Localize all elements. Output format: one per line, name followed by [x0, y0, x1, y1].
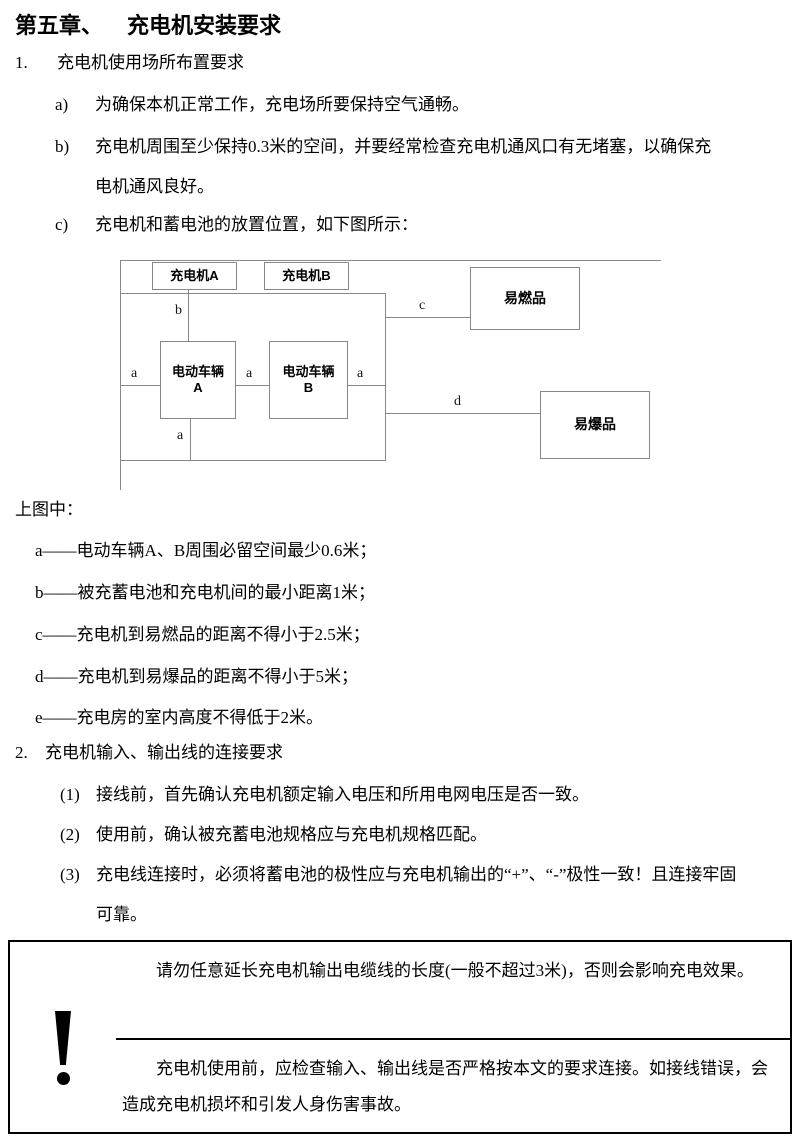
section-1-heading: 1. 充电机使用场所布置要求 [15, 48, 244, 73]
list-item-2: (2) 使用前，确认被充蓄电池规格应与充电机规格匹配。 [60, 815, 752, 855]
vehicle-a-line1: 电动车辆 [171, 363, 224, 379]
warning-text-column: 请勿任意延长充电机输出电缆线的长度(一般不超过3米)，否则会影响充电效果。 充电… [116, 942, 790, 1132]
distance-label-a: a [357, 366, 364, 381]
distance-line-b [188, 290, 189, 341]
legend-item-a: a——电动车辆A、B周围必留空间最少0.6米； [35, 541, 377, 560]
warning-note-2: 充电机使用前，应检查输入、输出线是否严格按本文的要求连接。如接线错误，会造成充电… [122, 1059, 768, 1114]
charger-a-label: 充电机A [170, 267, 219, 283]
item-text: 为确保本机正常工作，充电场所要保持空气通畅。 [95, 95, 469, 114]
legend-item-b: b——被充蓄电池和充电机间的最小距离1米； [35, 583, 375, 602]
warning-row-2: 充电机使用前，应检查输入、输出线是否严格按本文的要求连接。如接线错误，会造成充电… [116, 1040, 790, 1132]
page-title: 第五章、充电机安装要求 [15, 8, 281, 40]
item-marker: c) [55, 215, 69, 234]
distance-label-c: c [419, 298, 426, 313]
warning-icon-column [10, 942, 116, 1132]
item-marker: (1) [60, 785, 80, 804]
explosive-box: 易爆品 [540, 391, 650, 459]
flammable-box: 易燃品 [470, 267, 580, 330]
list-item-b: b) 充电机周围至少保持0.3米的空间，并要经常检查充电机通风口有无堵塞，以确保充… [55, 127, 727, 207]
list-item-1: (1) 接线前，首先确认充电机额定输入电压和所用电网电压是否一致。 [60, 775, 752, 815]
item-marker: a) [55, 95, 69, 114]
wall-line-top [120, 260, 661, 261]
distance-label-d: d [454, 394, 461, 409]
list-item-a: a) 为确保本机正常工作，充电场所要保持空气通畅。 [55, 85, 727, 125]
flammable-label: 易燃品 [504, 289, 546, 306]
list-item-3: (3) 充电线连接时，必须将蓄电池的极性应与充电机输出的“+”、“-”极性一致！且… [60, 855, 752, 935]
legend-intro: 上图中： [15, 500, 83, 519]
distance-label-a: a [131, 366, 138, 381]
distance-label-b: b [175, 303, 182, 318]
legend-item-e: e——充电房的室内高度不得低于2米。 [35, 708, 324, 727]
distance-line-a-right [348, 385, 386, 386]
distance-line-d [386, 413, 540, 414]
section-1-title: 充电机使用场所布置要求 [57, 53, 244, 72]
item-text: 充电机和蓄电池的放置位置，如下图所示： [95, 215, 418, 234]
chapter-title: 充电机安装要求 [127, 13, 282, 38]
warning-row-1: 请勿任意延长充电机输出电缆线的长度(一般不超过3米)，否则会影响充电效果。 [116, 942, 790, 1040]
item-text: 使用前，确认被充蓄电池规格应与充电机规格匹配。 [96, 825, 487, 844]
distance-line-a-left [121, 385, 160, 386]
section-1-number: 1. [15, 53, 28, 72]
warning-note-1: 请勿任意延长充电机输出电缆线的长度(一般不超过3米)，否则会影响充电效果。 [156, 961, 754, 980]
charger-b-box: 充电机B [264, 262, 349, 290]
distance-line-a-middle [236, 385, 269, 386]
item-text: 接线前，首先确认充电机额定输入电压和所用电网电压是否一致。 [96, 785, 589, 804]
explosive-label: 易爆品 [574, 416, 616, 433]
distance-label-a: a [177, 428, 184, 443]
item-text: 充电机周围至少保持0.3米的空间，并要经常检查充电机通风口有无堵塞，以确保充电机… [95, 137, 712, 196]
charger-a-box: 充电机A [152, 262, 237, 290]
vehicle-b-line2: B [303, 380, 314, 395]
section-2-heading: 2. 充电机输入、输出线的连接要求 [15, 738, 283, 763]
section-2-number: 2. [15, 743, 28, 762]
warning-box: 请勿任意延长充电机输出电缆线的长度(一般不超过3米)，否则会影响充电效果。 充电… [8, 940, 792, 1134]
exclamation-icon-dot [56, 1072, 70, 1085]
chapter-number: 第五章、 [15, 13, 104, 38]
legend-item-c: c——充电机到易燃品的距离不得小于2.5米； [35, 625, 370, 644]
item-marker: (2) [60, 825, 80, 844]
charger-b-label: 充电机B [282, 267, 331, 283]
list-item-c: c) 充电机和蓄电池的放置位置，如下图所示： [55, 205, 727, 245]
item-text: 充电线连接时，必须将蓄电池的极性应与充电机输出的“+”、“-”极性一致！且连接牢… [96, 865, 737, 924]
item-marker: b) [55, 137, 70, 156]
distance-line-a-bottom [190, 419, 191, 461]
distance-label-a: a [246, 366, 253, 381]
section-2-title: 充电机输入、输出线的连接要求 [45, 743, 283, 762]
item-marker: (3) [60, 865, 80, 884]
charging-room-outline [120, 293, 386, 461]
vehicle-b-line1: 电动车辆 [282, 363, 335, 379]
vehicle-a-line2: A [193, 380, 203, 395]
exclamation-icon [55, 1011, 71, 1065]
legend-item-d: d——充电机到易爆品的距离不得小于5米； [35, 667, 358, 686]
distance-line-c [386, 317, 470, 318]
